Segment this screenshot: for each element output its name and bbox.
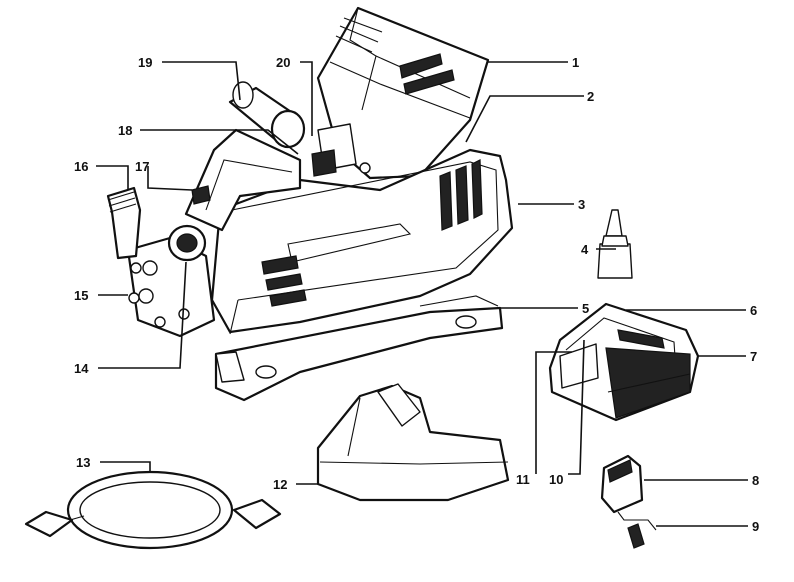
main-housing <box>210 148 514 335</box>
leader-lines <box>96 61 748 527</box>
callout-labels: 1 2 3 4 5 6 7 8 9 10 11 12 13 14 15 16 1… <box>74 55 759 534</box>
callout-1: 1 <box>572 55 579 70</box>
callout-4: 4 <box>581 242 589 257</box>
callout-13: 13 <box>76 455 90 470</box>
callout-6: 6 <box>750 303 757 318</box>
callout-20: 20 <box>276 55 290 70</box>
callout-8: 8 <box>752 473 759 488</box>
callout-7: 7 <box>750 349 757 364</box>
callout-12: 12 <box>273 477 287 492</box>
carry-handle <box>184 128 302 232</box>
callout-3: 3 <box>578 197 585 212</box>
callout-18: 18 <box>118 123 132 138</box>
part-5-base <box>214 295 504 402</box>
part-20-latch <box>311 123 371 177</box>
part-1-shroud <box>316 6 490 180</box>
callout-14: 14 <box>74 361 89 376</box>
part-8-charger <box>600 454 657 549</box>
callout-15: 15 <box>74 288 88 303</box>
callout-5: 5 <box>582 301 589 316</box>
callout-11: 11 <box>516 472 530 487</box>
part-19-cylinder <box>228 81 306 149</box>
callout-9: 9 <box>752 519 759 534</box>
callout-17: 17 <box>135 159 149 174</box>
callout-19: 19 <box>138 55 152 70</box>
callout-10: 10 <box>549 472 563 487</box>
callout-2: 2 <box>587 89 594 104</box>
part-4-bottle <box>597 209 633 279</box>
callout-16: 16 <box>74 159 88 174</box>
part-12-cover <box>316 383 510 502</box>
part-13-hose <box>24 470 282 550</box>
pump-head <box>106 185 216 338</box>
battery-pack <box>548 302 700 422</box>
